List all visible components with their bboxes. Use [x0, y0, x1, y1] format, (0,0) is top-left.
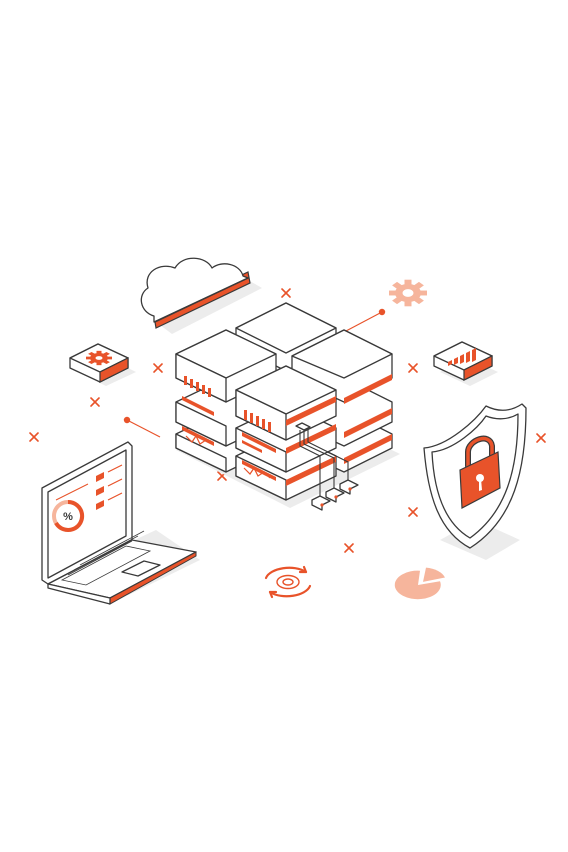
cable-connectors: [295, 422, 359, 511]
shield-lock-icon: [423, 403, 527, 560]
percent-badge: %: [63, 511, 73, 523]
bar-chart-tile-icon: [433, 341, 498, 386]
lock-icon: [459, 435, 501, 509]
server-stack-front: [235, 365, 337, 501]
gear-icon: [389, 279, 427, 307]
gear-icon: [86, 350, 112, 366]
sync-arrows-icon: [264, 565, 312, 599]
laptop-icon: %: [41, 441, 200, 605]
server-rack-icon: [175, 302, 400, 511]
pie-chart-icon: [394, 567, 445, 600]
cross-sparkle-icon: [29, 288, 546, 553]
connector-lines: [123, 308, 386, 438]
gear-tile-icon: [69, 343, 136, 386]
progress-donut: %: [52, 499, 85, 532]
cloud-icon: [140, 257, 262, 334]
